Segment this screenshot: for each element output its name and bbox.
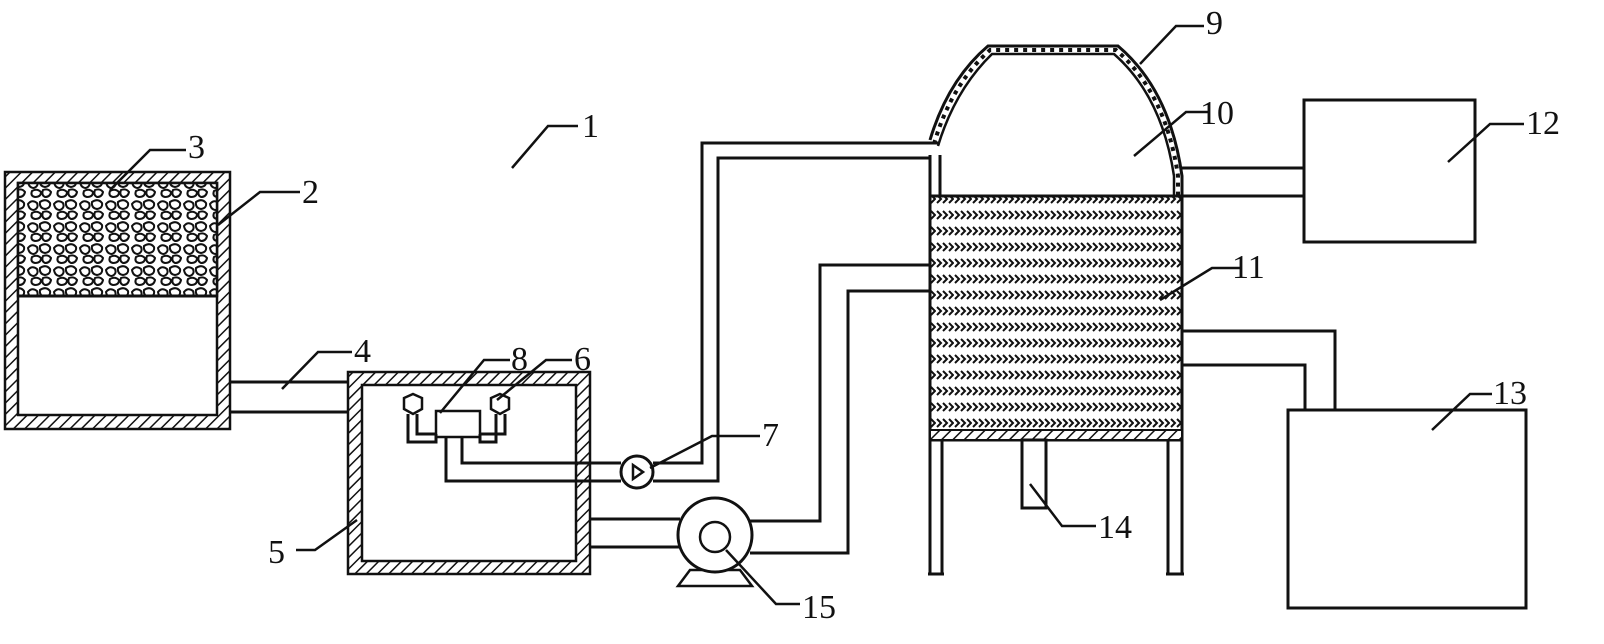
label-15: 15 <box>802 589 836 626</box>
label-13: 13 <box>1493 375 1527 412</box>
label-4: 4 <box>354 333 371 370</box>
tower <box>928 44 1184 576</box>
pipe-tower-to-box-12 <box>1182 166 1304 198</box>
label-2: 2 <box>302 174 319 211</box>
dome-9 <box>932 48 1180 196</box>
controller-8 <box>434 409 482 439</box>
pipe-controller-to-pump-7 <box>444 437 621 483</box>
label-7: 7 <box>762 417 779 454</box>
label-8: 8 <box>511 341 528 378</box>
housing-5 <box>346 370 592 576</box>
unit-13 <box>1286 408 1528 610</box>
pipe-4 <box>230 380 350 414</box>
label-11: 11 <box>1232 249 1265 286</box>
sensor-gauge-left <box>402 392 424 416</box>
pipe-fan-15-to-tower <box>750 263 930 555</box>
drain-14 <box>1020 438 1048 510</box>
label-5: 5 <box>268 534 285 571</box>
fan-15 <box>675 496 755 588</box>
packing-layer-11 <box>928 194 1184 442</box>
pipe-pump-7-to-dome <box>653 141 940 483</box>
pump-arrow-icon <box>631 462 646 482</box>
controller-assembly <box>402 392 511 444</box>
leader-lines <box>109 24 1524 606</box>
label-6: 6 <box>574 341 591 378</box>
support-plate <box>929 429 1183 441</box>
unit-12 <box>1302 98 1477 244</box>
label-12: 12 <box>1526 105 1560 142</box>
sensor-gauge-6 <box>489 392 511 416</box>
label-1: 1 <box>582 108 599 145</box>
pipe-box5-to-fan-15 <box>590 517 680 549</box>
granular-filling-3 <box>16 181 219 298</box>
tank-2 <box>3 170 232 431</box>
label-14: 14 <box>1098 509 1132 546</box>
label-3: 3 <box>188 129 205 166</box>
pipe-tower-to-box-13 <box>1182 329 1337 410</box>
part-labels: 1 2 3 4 5 6 7 8 9 10 11 12 13 14 15 <box>188 5 1560 626</box>
label-9: 9 <box>1206 5 1223 42</box>
pump-7 <box>619 454 655 490</box>
label-10: 10 <box>1200 95 1234 132</box>
